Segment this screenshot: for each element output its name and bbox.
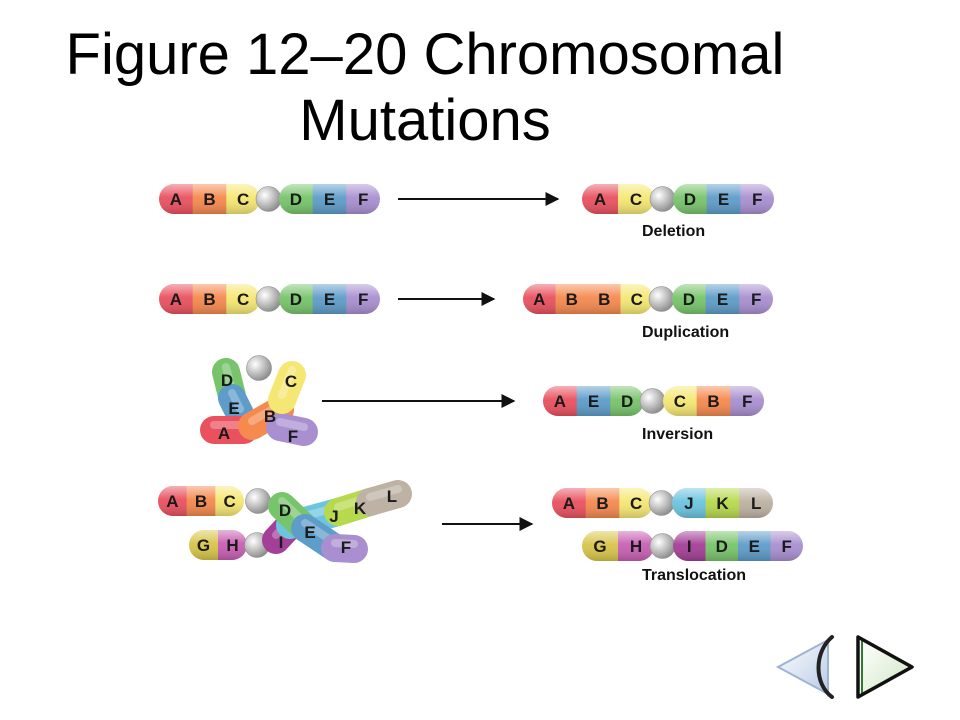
gene-b-label: B bbox=[598, 290, 610, 309]
gene-f-label: F bbox=[752, 190, 762, 209]
gene-f-label: F bbox=[358, 290, 368, 309]
centromere bbox=[649, 186, 676, 212]
gene-a-label: A bbox=[170, 290, 182, 309]
chevron-right-icon bbox=[856, 635, 914, 699]
gene-segment-c bbox=[268, 361, 306, 414]
next-slide-button[interactable] bbox=[856, 635, 915, 699]
gene-a-label: A bbox=[594, 190, 606, 209]
centromere bbox=[255, 186, 282, 212]
gene-segment-l bbox=[356, 480, 412, 516]
gene-g-label: G bbox=[593, 537, 606, 556]
gene-e-label: E bbox=[304, 523, 315, 542]
gene-d-label: D bbox=[221, 371, 233, 390]
centromere bbox=[639, 388, 666, 414]
gene-b-label: B bbox=[566, 290, 578, 309]
gene-j-label: J bbox=[684, 494, 693, 513]
gene-e-label: E bbox=[324, 290, 335, 309]
gene-d-label: D bbox=[716, 537, 728, 556]
chevron-left-icon bbox=[816, 635, 834, 699]
centromere bbox=[648, 286, 675, 312]
gene-d-label: D bbox=[621, 392, 633, 411]
gene-b-label: B bbox=[596, 494, 608, 513]
gene-b-label: B bbox=[203, 290, 215, 309]
title-line-2: Mutations bbox=[299, 88, 551, 153]
centromere bbox=[648, 490, 675, 516]
inversion-label: Inversion bbox=[642, 426, 713, 443]
previous-slide-button[interactable] bbox=[775, 635, 834, 699]
gene-e-label: E bbox=[718, 190, 729, 209]
gene-d-label: D bbox=[683, 290, 695, 309]
inversion-before-looped-chromosome: A BC DE F bbox=[200, 355, 318, 446]
gene-f-label: F bbox=[782, 537, 792, 556]
gene-a-label: A bbox=[170, 190, 182, 209]
gene-a-label: A bbox=[166, 492, 178, 511]
gene-k-label: K bbox=[716, 494, 729, 513]
gene-f-label: F bbox=[358, 190, 368, 209]
gene-c-label: C bbox=[237, 290, 249, 309]
gene-d-label: D bbox=[279, 501, 291, 520]
translocation-label: Translocation bbox=[642, 567, 746, 584]
gene-c-label: C bbox=[224, 492, 236, 511]
deletion-before-chromosome: A B C D E F bbox=[159, 184, 380, 214]
gene-c-label: C bbox=[285, 372, 297, 391]
gene-i-label: I bbox=[687, 537, 692, 556]
gene-b-label: B bbox=[195, 492, 207, 511]
gene-c-label: C bbox=[631, 290, 643, 309]
gene-k-label: K bbox=[354, 499, 367, 518]
gene-j-label: J bbox=[329, 507, 338, 526]
gene-e-label: E bbox=[228, 399, 239, 418]
gene-l-label: L bbox=[387, 487, 397, 506]
gene-f-label: F bbox=[288, 427, 298, 446]
title-line-1: Figure 12–20 Chromosomal bbox=[65, 22, 785, 87]
gene-d-label: D bbox=[290, 190, 302, 209]
duplication-label: Duplication bbox=[642, 324, 729, 341]
gene-segment-f bbox=[266, 413, 318, 446]
gene-l-label: L bbox=[751, 494, 761, 513]
centromere bbox=[246, 355, 272, 381]
gene-e-label: E bbox=[324, 190, 335, 209]
gene-i-label: I bbox=[279, 533, 284, 552]
gene-b-label: B bbox=[203, 190, 215, 209]
gene-a-label: A bbox=[563, 494, 575, 513]
gene-a-label: A bbox=[533, 290, 545, 309]
gene-c-label: C bbox=[630, 190, 642, 209]
gene-segment-e bbox=[218, 384, 254, 428]
gene-c-label: C bbox=[630, 494, 642, 513]
slide-title: Figure 12–20 Chromosomal Mutations bbox=[0, 22, 850, 154]
gene-b-label: B bbox=[264, 407, 276, 426]
gene-f-label: F bbox=[751, 290, 761, 309]
gene-a-label: A bbox=[554, 392, 566, 411]
centromere bbox=[245, 488, 271, 514]
gene-f-label: F bbox=[341, 538, 351, 557]
gene-f-label: F bbox=[742, 392, 752, 411]
gene-segment-b bbox=[238, 396, 294, 440]
gene-e-label: E bbox=[749, 537, 760, 556]
deletion-label: Deletion bbox=[642, 223, 705, 240]
gene-b-label: B bbox=[707, 392, 719, 411]
centromere bbox=[255, 286, 282, 312]
gene-c-label: C bbox=[674, 392, 686, 411]
centromere bbox=[649, 533, 676, 559]
gene-c-label: C bbox=[237, 190, 249, 209]
gene-d-label: D bbox=[290, 290, 302, 309]
gene-a-label: A bbox=[218, 424, 230, 443]
gene-e-label: E bbox=[717, 290, 728, 309]
gene-h-label: H bbox=[226, 536, 238, 555]
gene-g-label: G bbox=[197, 536, 210, 555]
duplication-before-chromosome: A B C D E F bbox=[159, 284, 380, 314]
gene-segment-f bbox=[321, 534, 368, 563]
gene-h-label: H bbox=[630, 537, 642, 556]
gene-e-label: E bbox=[588, 392, 599, 411]
gene-d-label: D bbox=[684, 190, 696, 209]
